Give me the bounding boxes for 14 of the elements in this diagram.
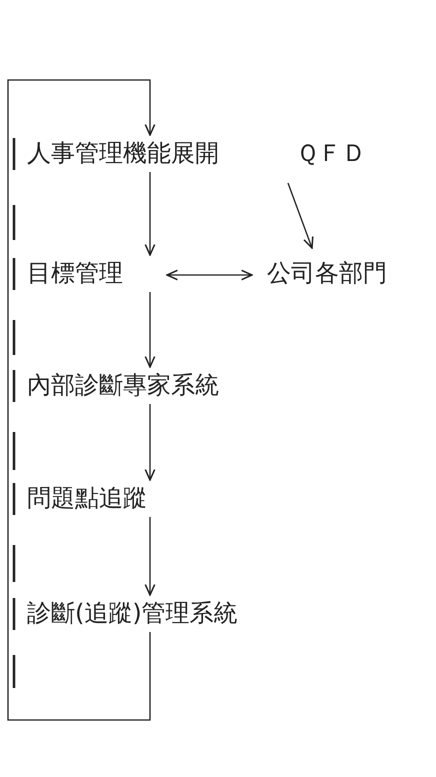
- step-label: 目標管理: [27, 258, 123, 288]
- step-label: 問題點追蹤: [27, 483, 147, 513]
- arrow: [7, 79, 156, 721]
- step-label: 內部診斷專家系統: [27, 370, 219, 400]
- step-label: 診斷(追蹤)管理系統: [27, 598, 238, 628]
- arrow: [144, 292, 156, 368]
- step-label: 公司各部門: [267, 258, 387, 288]
- arrow: [144, 404, 156, 481]
- arrow: [144, 172, 156, 256]
- step-label: 人事管理機能展開: [27, 138, 219, 168]
- arrow: [287, 182, 314, 249]
- arrow: [144, 517, 156, 596]
- step-label: ＱＦＤ: [296, 138, 366, 168]
- arrow: [166, 270, 253, 280]
